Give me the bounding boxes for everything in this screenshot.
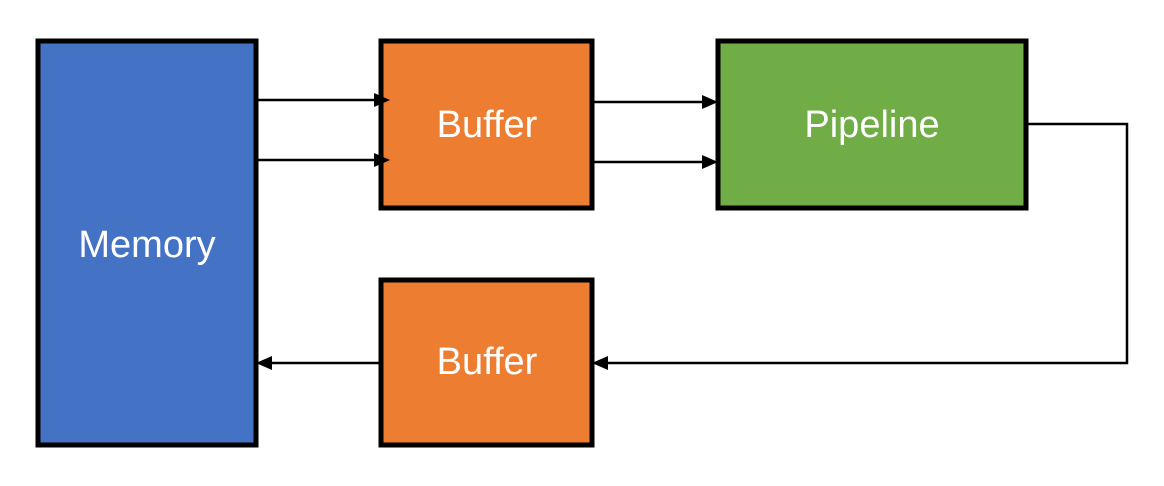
memory-label: Memory [78, 224, 215, 266]
pipeline-label: Pipeline [804, 104, 939, 146]
edge-memory-to-buffer-top-2 [256, 153, 390, 167]
edge-buffer-top-to-pipeline-2 [592, 155, 718, 169]
buffer-bottom-box[interactable] [378, 277, 595, 448]
node-buffer-bottom[interactable]: Buffer [378, 277, 595, 448]
memory-box[interactable] [35, 38, 259, 448]
buffer-bottom-label: Buffer [437, 341, 538, 383]
edge-memory-to-buffer-top-1 [256, 93, 390, 107]
edge-pipeline-feedback-to-buffer-bottom [592, 122, 1129, 370]
arrow-head-icon [256, 356, 272, 370]
buffer-top-label: Buffer [437, 104, 538, 146]
arrow-head-icon [592, 356, 608, 370]
node-memory[interactable]: Memory [35, 38, 259, 448]
edge-buffer-bottom-to-memory [256, 356, 381, 370]
buffer-top-box[interactable] [378, 38, 595, 211]
arrow-head-icon [374, 93, 390, 107]
pipeline-box[interactable] [715, 38, 1029, 211]
arrow-head-icon [702, 95, 718, 109]
arrow-head-icon [374, 153, 390, 167]
arrow-head-icon [702, 155, 718, 169]
node-pipeline[interactable]: Pipeline [715, 38, 1029, 211]
arrow-shaft [608, 122, 1129, 365]
node-buffer-top[interactable]: Buffer [378, 38, 595, 211]
edge-buffer-top-to-pipeline-1 [592, 95, 718, 109]
